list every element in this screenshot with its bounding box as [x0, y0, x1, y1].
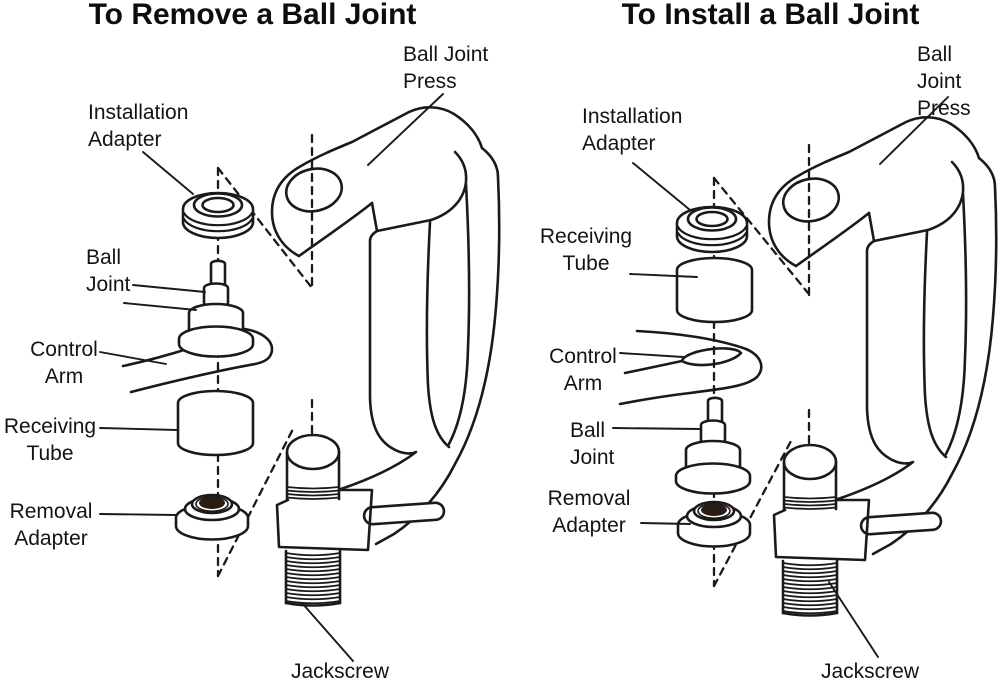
receiving-tube-drawing — [675, 256, 754, 324]
installation-adapter-drawing — [181, 191, 255, 240]
control-arm-drawing — [618, 329, 763, 406]
leader-lines — [99, 93, 444, 662]
label-removal-adapter-install: Removal Adapter — [547, 487, 631, 537]
install-panel-drawing — [612, 96, 998, 658]
ball-joint-press-drawing — [767, 116, 998, 617]
label-receiving-tube-remove: Receiving Tube — [3, 415, 97, 465]
label-removal-adapter-remove: Removal Adapter — [9, 500, 93, 550]
label-ball-joint-press-install: Ball Joint Press — [917, 43, 971, 120]
label-control-arm-install: Control Arm — [549, 345, 617, 395]
label-control-arm-remove: Control Arm — [30, 338, 98, 388]
ball-joint-press-drawing — [270, 106, 501, 607]
label-jackscrew-remove: Jackscrew — [291, 660, 390, 682]
label-receiving-tube-install: Receiving Tube — [539, 225, 633, 275]
remove-panel-title: To Remove a Ball Joint — [88, 0, 417, 31]
ball-joint-drawing — [674, 396, 752, 495]
receiving-tube-drawing — [176, 389, 255, 457]
label-ball-joint-press-remove: Ball Joint Press — [403, 43, 489, 93]
remove-panel-drawing — [99, 93, 501, 662]
label-jackscrew-install: Jackscrew — [821, 660, 920, 682]
install-panel-title: To Install a Ball Joint — [621, 0, 920, 31]
label-ball-joint-install: Ball Joint — [570, 419, 615, 469]
label-installation-adapter-install: Installation Adapter — [582, 105, 683, 155]
leader-lines — [612, 96, 949, 658]
installation-adapter-drawing — [675, 205, 749, 254]
label-ball-joint-remove: Ball Joint — [86, 246, 131, 296]
label-installation-adapter-remove: Installation Adapter — [88, 101, 189, 151]
removal-adapter-drawing — [174, 493, 250, 541]
